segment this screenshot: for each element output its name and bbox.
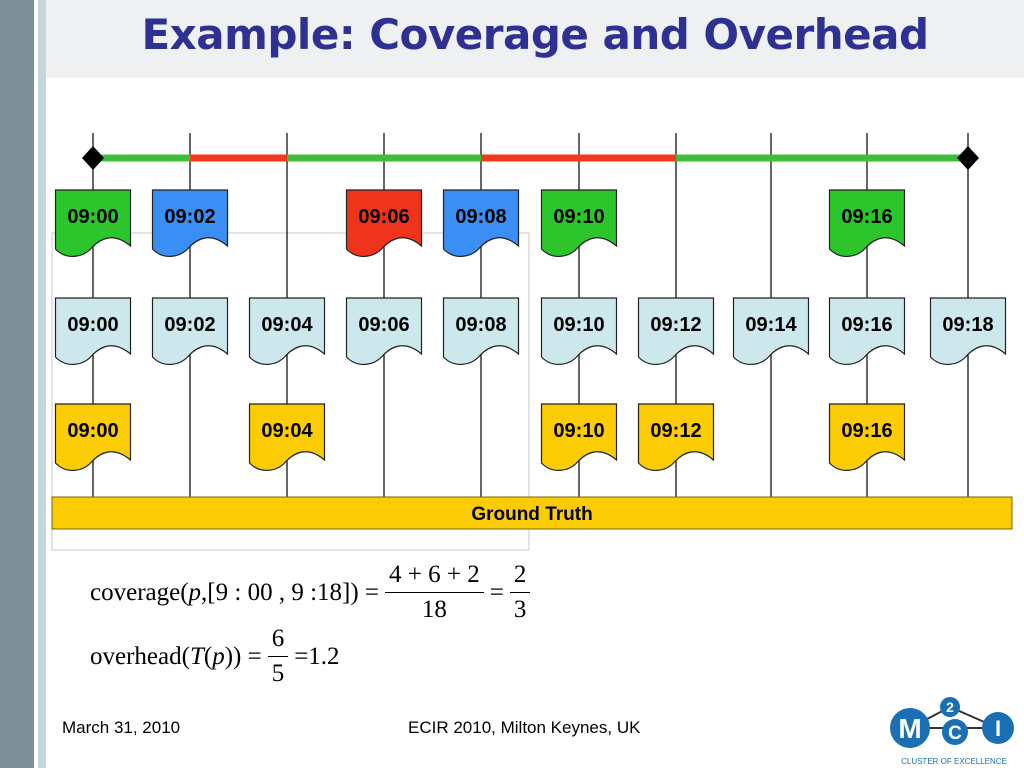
logo-caption: CLUSTER OF EXCELLENCE [901,757,1007,766]
bottom-doc-time: 09:10 [553,420,604,442]
bottom-doc-shape [637,403,715,471]
timeline-endpoint-diamond [82,146,104,170]
logo-letter-i: I [995,716,1001,741]
middle-doc-shape [828,297,906,365]
logo-i-circle [982,712,1014,744]
top-doc-time: 09:00 [67,206,118,228]
sidebar-stripe-light [38,0,46,768]
coverage-numerator: 4 + 6 + 2 [385,560,484,593]
middle-doc-time: 09:00 [67,314,118,336]
coverage-formula: coverage(p,[9 : 00 , 9 :18]) = 4 + 6 + 2… [90,560,536,625]
overhead-lhs-var1: T [189,642,204,670]
middle-doc-shape [345,297,423,365]
coverage-lhs-var: p [188,578,202,606]
logo-letter-m: M [898,713,921,744]
overhead-denominator: 5 [271,660,285,687]
overhead-lhs-func: overhead( [90,642,190,670]
top-doc-shape [828,189,906,257]
coverage-result-numerator: 2 [509,560,531,593]
middle-doc-time: 09:04 [261,314,313,336]
middle-doc-time: 09:02 [164,314,215,336]
bottom-doc-time: 09:04 [261,420,313,442]
timeline-bar [82,146,979,170]
bottom-doc-shape [540,403,618,471]
coverage-lhs-rest: ,[9 : 00 , 9 :18]) = [201,578,380,606]
middle-doc-time: 09:16 [841,314,892,336]
ground-truth-bar: Ground Truth [51,496,1013,530]
overhead-result: =1.2 [294,642,340,670]
top-doc-shape [54,189,132,257]
timeline-endpoint-diamond [957,146,979,170]
overhead-formula: overhead(T (p)) = 6 5 =1.2 [90,624,340,689]
middle-doc-time: 09:08 [455,314,506,336]
overhead-lhs-mid: ( [203,642,213,670]
coverage-result-denominator: 3 [513,596,527,623]
top-doc-time: 09:02 [164,206,215,228]
middle-doc-time: 09:18 [942,314,993,336]
footer-date: March 31, 2010 [62,718,181,737]
coverage-fraction: 4 + 6 + 2 18 [385,560,484,625]
bottom-doc-time: 09:00 [67,420,118,442]
middle-doc-time: 09:14 [745,314,797,336]
overhead-numerator: 6 [267,624,289,657]
ground-truth-label: Ground Truth [471,504,592,525]
middle-doc-shape [442,297,520,365]
row-top-docs: 09:00 09:02 09:06 09:08 09:10 09:16 [54,189,906,257]
middle-doc-time: 09:10 [553,314,604,336]
coverage-lhs-func: coverage( [90,578,189,606]
middle-doc-time: 09:06 [358,314,409,336]
top-doc-shape [442,189,520,257]
middle-doc-shape [637,297,715,365]
coverage-denominator: 18 [421,596,447,623]
bottom-doc-shape [54,403,132,471]
middle-doc-shape [540,297,618,365]
middle-doc-shape [151,297,229,365]
logo-m-circle [890,708,930,748]
header-band [46,0,1024,78]
row-bottom-docs: 09:00 09:04 09:10 09:12 09:16 [54,403,906,471]
middle-doc-shape [248,297,326,365]
top-doc-time: 09:10 [553,206,604,228]
overhead-lhs-rest: )) = [224,642,262,670]
middle-doc-time: 09:12 [650,314,701,336]
ground-truth-rect [51,496,1013,530]
mci-logo: 2 M C I CLUSTER OF EXCELLENCE [890,697,1014,766]
middle-doc-shape [929,297,1007,365]
top-doc-time: 09:08 [455,206,506,228]
bottom-doc-shape [248,403,326,471]
logo-c-circle [942,719,968,745]
overhead-lhs-var2: p [212,642,225,670]
slide-title: Example: Coverage and Overhead [141,10,929,59]
bottom-doc-time: 09:12 [650,420,701,442]
footer-venue: ECIR 2010, Milton Keynes, UK [408,718,641,737]
top-doc-time: 09:06 [358,206,409,228]
logo-sup-circle [940,697,960,717]
sidebar-stripe-dark [0,0,34,768]
overhead-fraction: 6 5 [267,624,289,689]
top-doc-shape [345,189,423,257]
top-doc-shape [151,189,229,257]
coverage-result-fraction: 2 3 [509,560,531,625]
middle-doc-shape [54,297,132,365]
row-middle-docs: 09:00 09:02 09:04 09:06 09:08 09:10 09:12 09:14… [54,297,1007,365]
top-doc-time: 09:16 [841,206,892,228]
bottom-doc-shape [828,403,906,471]
selection-rectangle [51,232,530,551]
logo-superscript: 2 [946,699,954,715]
top-doc-shape [540,189,618,257]
bottom-doc-time: 09:16 [841,420,892,442]
middle-doc-shape [732,297,810,365]
logo-letter-c: C [948,723,962,744]
coverage-equals: = [489,578,504,606]
selection-box [51,232,530,551]
